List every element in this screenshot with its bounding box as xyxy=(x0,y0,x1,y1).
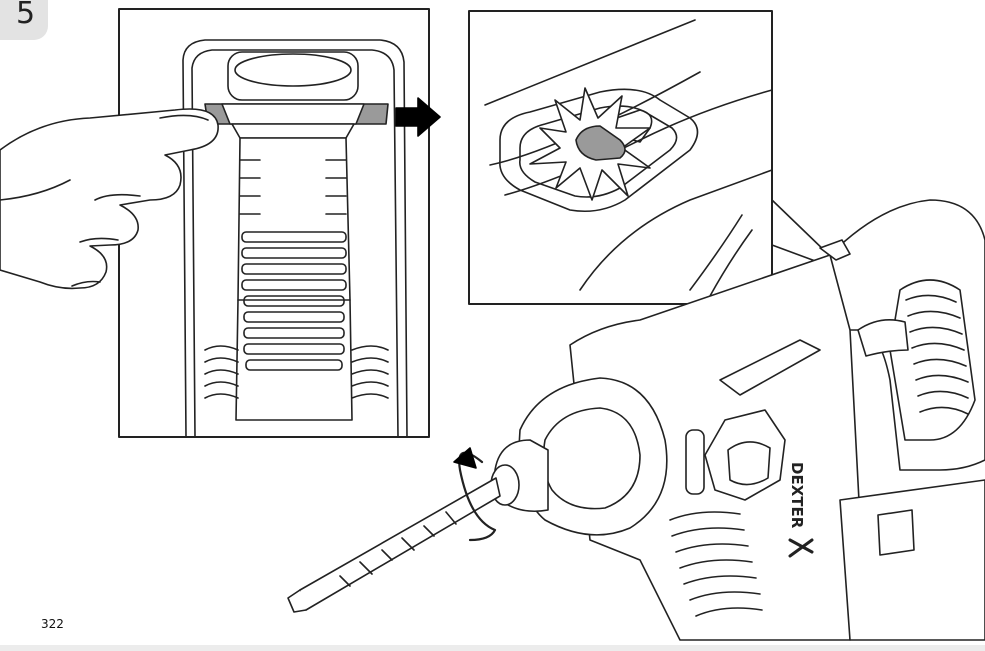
dexter-logo: DEXTER xyxy=(788,462,814,558)
rotation-arrow xyxy=(458,451,497,542)
page-number: 322 xyxy=(41,617,64,631)
handle-grip-ribs xyxy=(905,294,969,415)
housing-vents xyxy=(669,511,763,617)
hand-pulling-sleeve xyxy=(0,108,219,290)
sleeve-grip-ribs xyxy=(241,231,347,371)
chuck-outer-body xyxy=(182,39,408,438)
chuck-top-cap xyxy=(227,51,359,101)
chuck-sleeve-detail-panel xyxy=(0,8,441,438)
indicator-pocket xyxy=(499,88,699,213)
pull-direction-arrow xyxy=(395,97,441,137)
sleeve-notches xyxy=(239,159,347,215)
step-number: 5 xyxy=(16,0,36,31)
release-button xyxy=(604,109,653,143)
battery-pack xyxy=(839,479,985,641)
body-ribs xyxy=(204,345,389,399)
svg-text:DEXTER: DEXTER xyxy=(788,462,806,529)
drill-bit xyxy=(287,477,501,613)
rotary-hammer-drill xyxy=(287,199,985,641)
callout-lines xyxy=(771,199,829,263)
side-switch xyxy=(685,429,705,495)
page-bottom-bar xyxy=(0,645,985,651)
trigger xyxy=(857,319,909,357)
chuck-sleeve-body xyxy=(237,137,351,301)
step-number-tab: 5 xyxy=(0,0,48,40)
lock-indicator-detail-panel xyxy=(468,10,773,305)
lock-indicator-pin xyxy=(575,125,626,161)
